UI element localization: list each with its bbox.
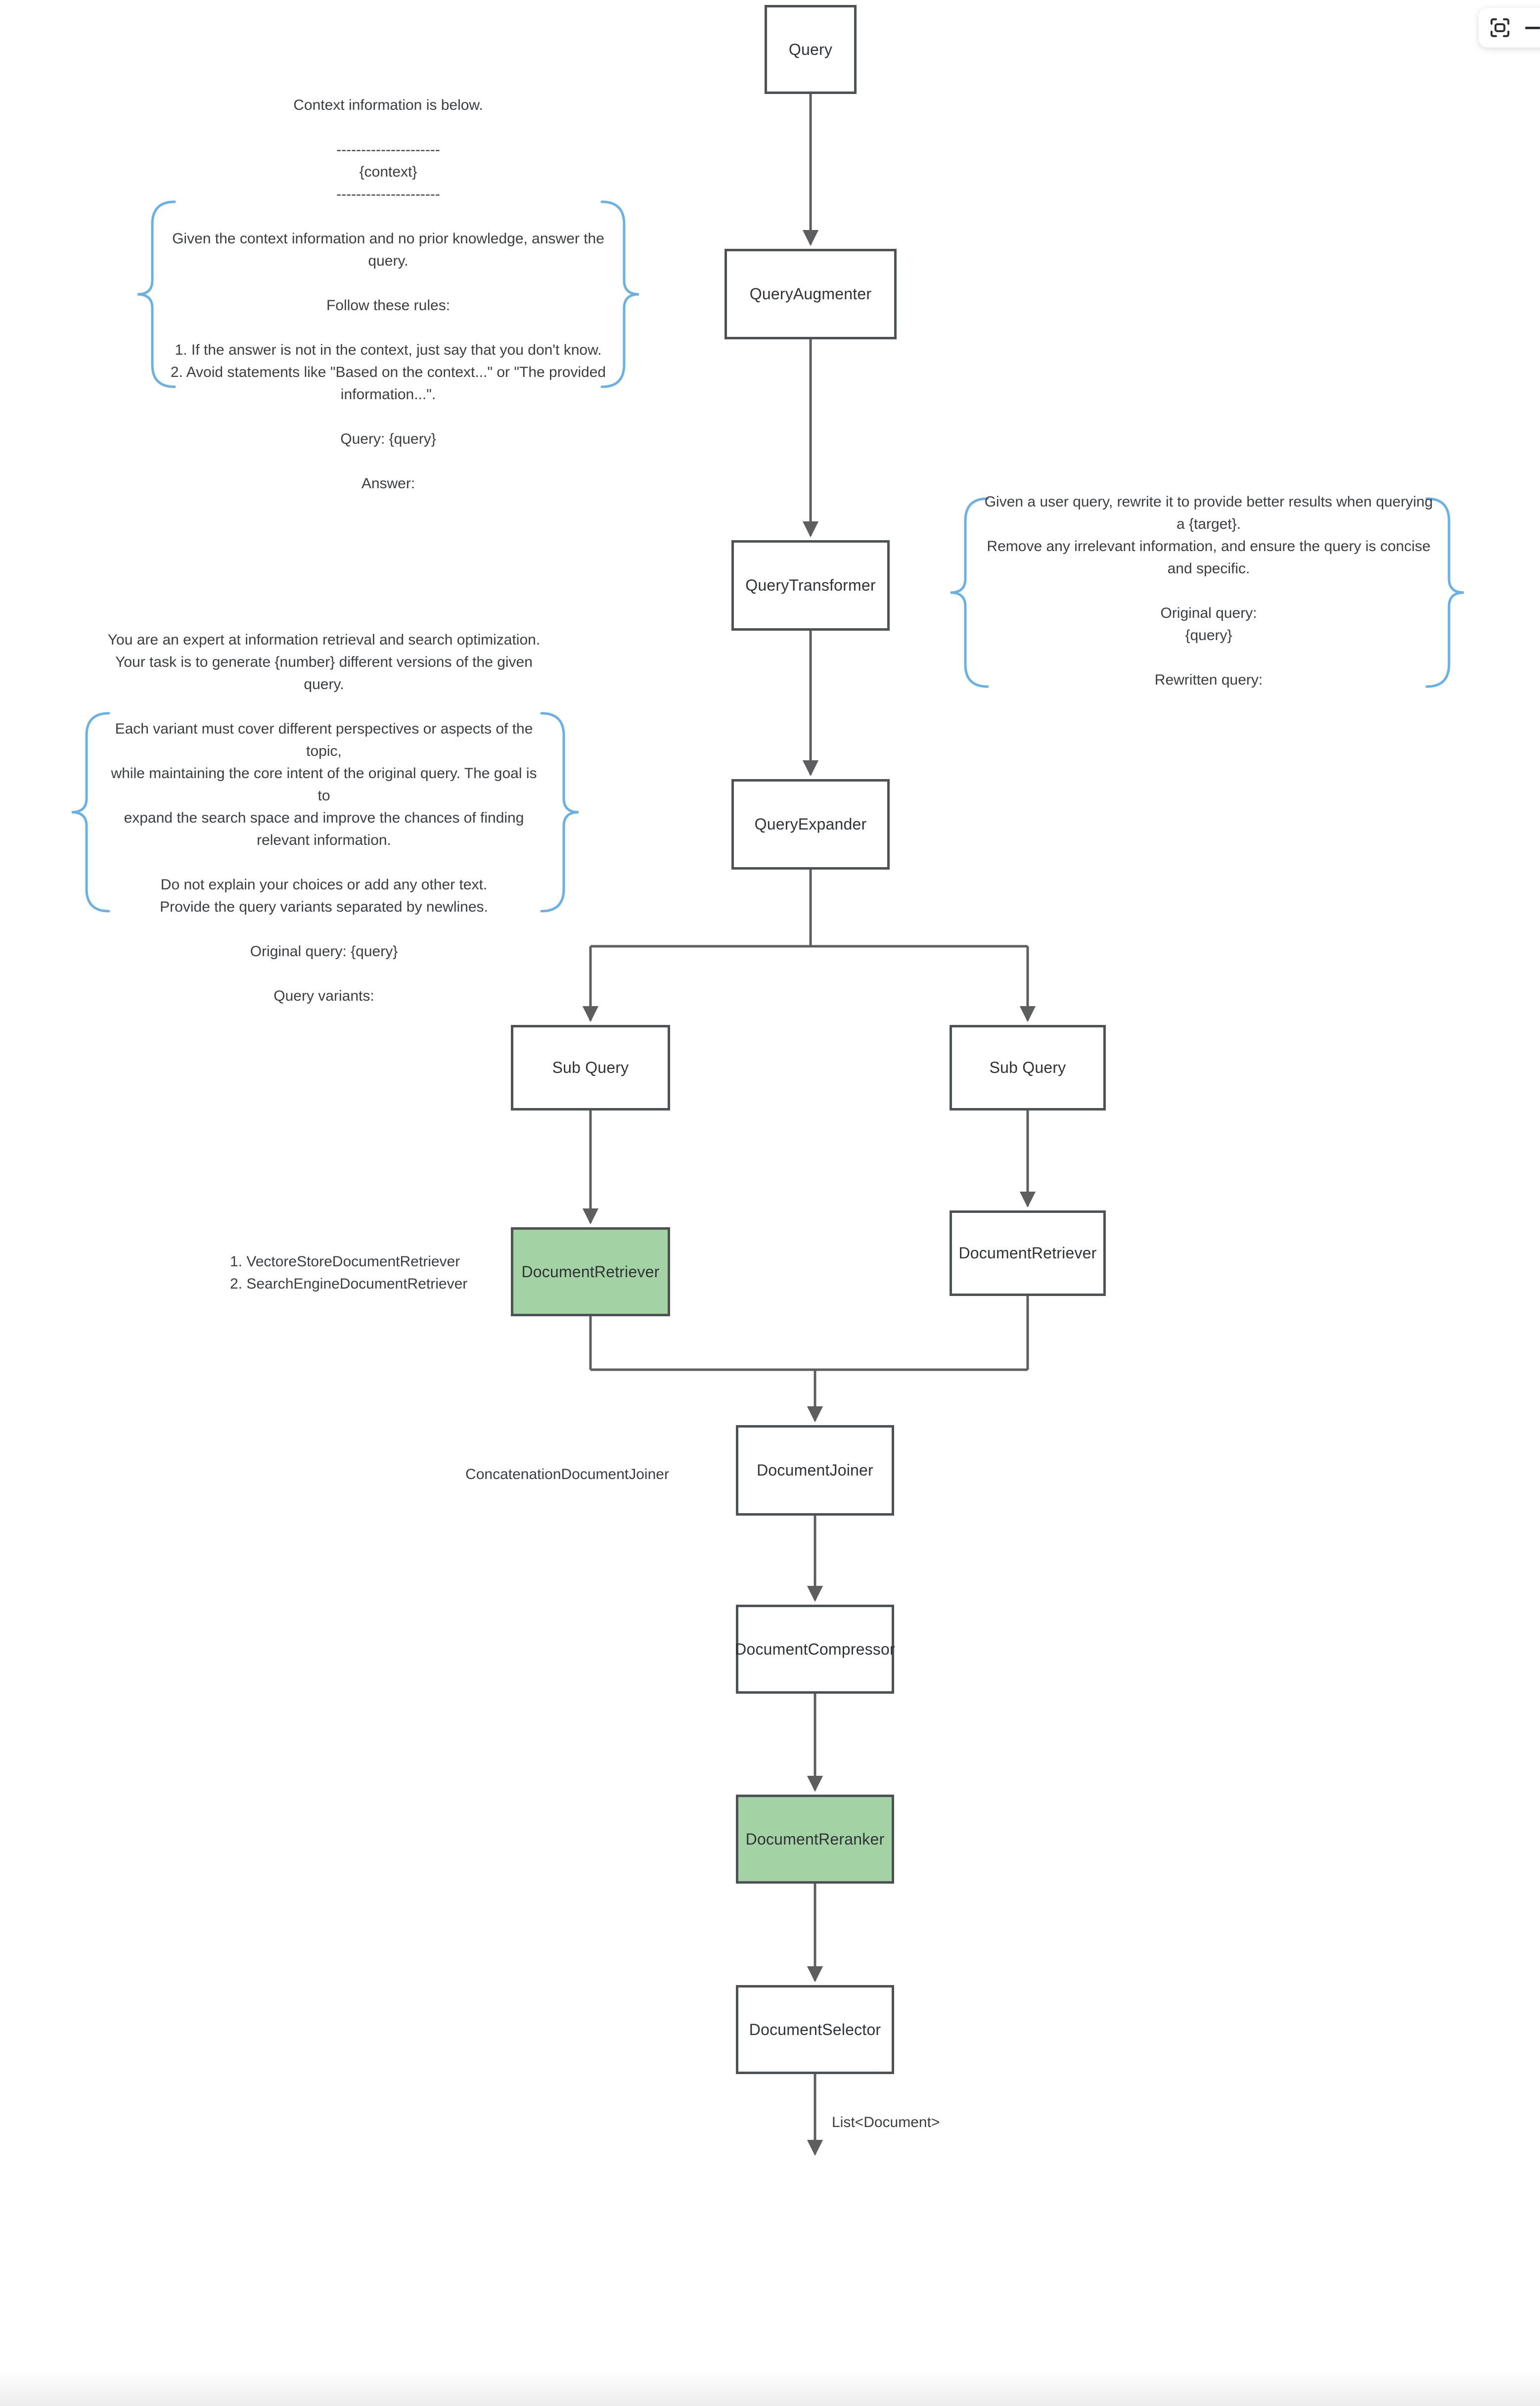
annotation-line: 1. If the answer is not in the context, …	[175, 342, 602, 358]
annotation-line: topic,	[306, 743, 342, 759]
annotation-line: Original query: {query}	[250, 943, 398, 960]
node-sub-query-right[interactable]: Sub Query	[950, 1025, 1106, 1110]
annotation-line: Follow these rules:	[326, 297, 451, 314]
annotation-line: {query}	[1185, 627, 1232, 644]
annotation-line: Query variants:	[273, 988, 374, 1004]
annotation-line: 2. SearchEngineDocumentRetriever	[230, 1276, 468, 1292]
annotation-line: Original query:	[1160, 605, 1257, 621]
annotation-line: a {target}.	[1176, 516, 1241, 532]
annotation-line: Answer:	[361, 475, 415, 492]
canvas-controls	[1479, 8, 1540, 47]
transformer-prompt-annotation: Given a user query, rewrite it to provid…	[961, 491, 1456, 691]
zoom-out-button[interactable]	[1518, 13, 1540, 42]
annotation-line	[141, 317, 635, 339]
node-document-reranker[interactable]: DocumentReranker	[736, 1795, 894, 1884]
annotation-line	[77, 851, 571, 874]
annotation-line: 2. Avoid statements like "Based on the c…	[170, 364, 606, 380]
annotation-line: Each variant must cover different perspe…	[115, 721, 533, 737]
node-query-augmenter[interactable]: QueryAugmenter	[725, 249, 897, 339]
node-label: Sub Query	[552, 1059, 629, 1076]
annotation-line: query.	[304, 676, 344, 693]
node-query-expander[interactable]: QueryExpander	[731, 779, 890, 870]
annotation-line	[77, 918, 571, 940]
annotation-line: Given a user query, rewrite it to provid…	[984, 494, 1433, 510]
node-query-transformer[interactable]: QueryTransformer	[731, 540, 890, 631]
retriever-options-annotation: 1. VectoreStoreDocumentRetriever 2. Searc…	[230, 1250, 527, 1295]
annotation-line	[77, 695, 571, 718]
annotation-line	[961, 580, 1456, 602]
node-query[interactable]: Query	[765, 5, 857, 94]
node-label: DocumentRetriever	[958, 1244, 1097, 1262]
node-label: DocumentReranker	[745, 1830, 885, 1848]
node-sub-query-left[interactable]: Sub Query	[511, 1025, 670, 1110]
node-label: DocumentRetriever	[521, 1262, 660, 1281]
annotation-line: Rewritten query:	[1154, 672, 1263, 688]
expander-prompt-annotation: You are an expert at information retriev…	[77, 629, 571, 1007]
node-document-selector[interactable]: DocumentSelector	[736, 1985, 894, 2074]
annotation-line: relevant information.	[257, 832, 391, 848]
node-label: Query	[788, 40, 833, 58]
annotation-line	[141, 205, 635, 228]
annotation-line: Query: {query}	[340, 431, 436, 447]
annotation-line: query.	[368, 253, 408, 269]
annotation-line: ---------------------	[336, 141, 440, 158]
annotation-line: You are an expert at information retriev…	[107, 632, 541, 648]
annotation-line: Do not explain your choices or add any o…	[160, 877, 488, 893]
annotation-line	[77, 963, 571, 985]
annotation-line: 1. VectoreStoreDocumentRetriever	[230, 1253, 460, 1270]
edge-expander-split	[590, 870, 1028, 948]
scan-frame-icon	[1491, 18, 1509, 37]
annotation-line: expand the search space and improve the …	[124, 810, 524, 826]
node-document-retriever-left[interactable]: DocumentRetriever	[511, 1227, 670, 1316]
canvas-bottom-shadow	[0, 2369, 1540, 2406]
annotation-line: Remove any irrelevant information, and e…	[987, 538, 1431, 555]
annotation-line: while maintaining the core intent of the…	[111, 765, 537, 782]
node-label: DocumentSelector	[749, 2020, 881, 2038]
node-label: DocumentJoiner	[757, 1461, 873, 1479]
node-document-joiner[interactable]: DocumentJoiner	[736, 1425, 894, 1516]
annotation-line	[141, 450, 635, 472]
annotation-line	[961, 647, 1456, 669]
annotation-line	[141, 272, 635, 294]
annotation-line: ---------------------	[336, 186, 440, 202]
annotation-line: Context information is below.	[293, 97, 483, 113]
node-label: QueryExpander	[754, 815, 867, 833]
fit-view-button[interactable]	[1486, 13, 1514, 42]
node-document-compressor[interactable]: DocumentCompressor	[735, 1605, 895, 1694]
annotation-line: {context}	[359, 164, 417, 180]
annotation-line: and specific.	[1167, 560, 1250, 577]
augmenter-prompt-annotation: Context information is below. ----------…	[141, 94, 635, 495]
annotation-line: to	[317, 787, 330, 804]
node-label: Sub Query	[989, 1059, 1066, 1076]
annotation-line	[141, 406, 635, 428]
annotation-line: information...".	[340, 386, 436, 403]
node-document-retriever-right[interactable]: DocumentRetriever	[950, 1210, 1106, 1296]
joiner-type-annotation: ConcatenationDocumentJoiner	[465, 1466, 669, 1482]
output-type-annotation: List<Document>	[832, 2114, 940, 2130]
annotation-line: Provide the query variants separated by …	[160, 899, 488, 915]
annotation-line: Your task is to generate {number} differ…	[115, 654, 533, 670]
annotation-line	[141, 116, 635, 139]
minus-icon	[1525, 26, 1540, 29]
node-label: DocumentCompressor	[735, 1640, 895, 1658]
annotation-line: Given the context information and no pri…	[172, 231, 604, 247]
node-label: QueryTransformer	[745, 576, 876, 594]
node-label: QueryAugmenter	[749, 285, 872, 303]
